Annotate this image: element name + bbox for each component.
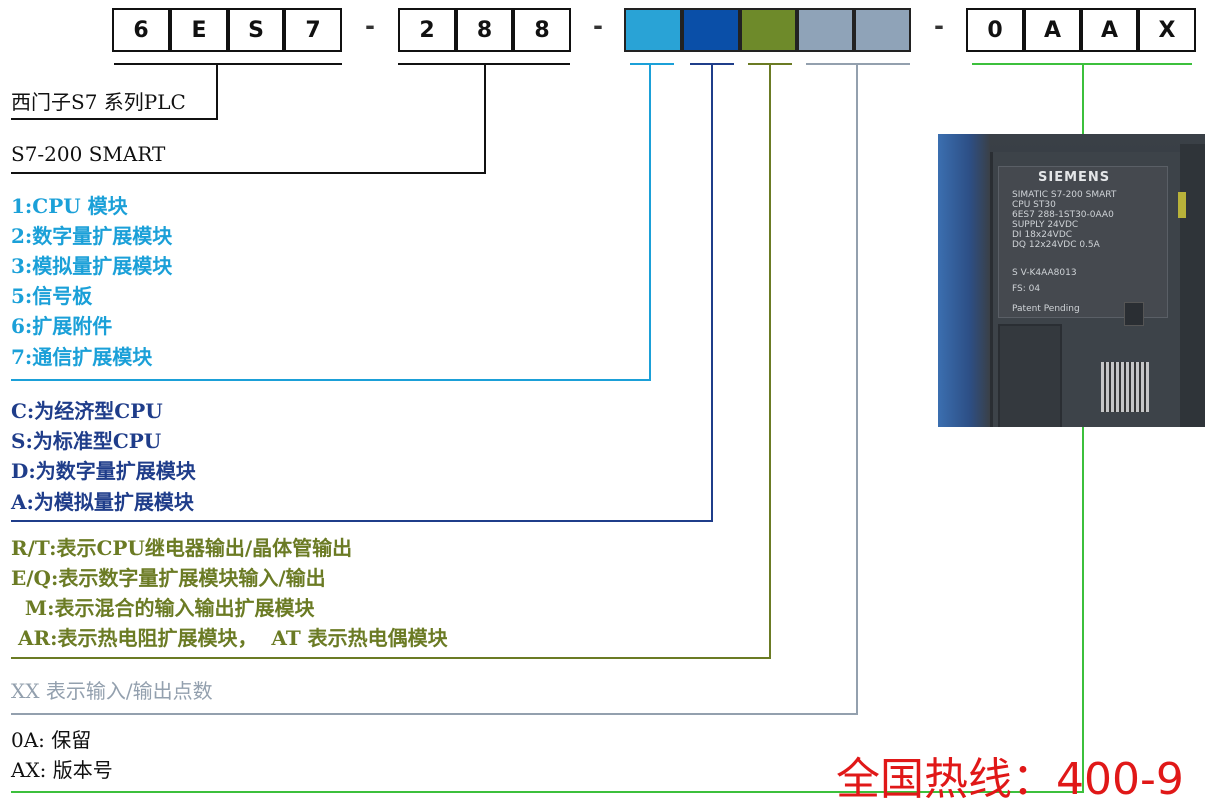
series-connector (216, 63, 218, 120)
family-connector-h (11, 172, 486, 174)
cpu-type-connector (711, 63, 713, 522)
module-type-color-box (624, 8, 682, 52)
photo-patent: Patent Pending (1012, 304, 1080, 314)
io-type-item: AR:表示热电阻扩展模块， AT 表示热电偶模块 (11, 626, 448, 650)
group1-underline (114, 63, 342, 65)
module-type-item: 6:扩展附件 (11, 314, 113, 338)
io-type-item: E/Q:表示数字量扩展模块输入/输出 (11, 566, 326, 590)
io-points-color-box (797, 8, 854, 52)
io-points-connector-h (11, 713, 858, 715)
part-char-box: 0 (966, 8, 1024, 52)
series-label: 西门子S7 系列PLC (11, 90, 186, 114)
version-connector (1082, 63, 1084, 793)
plc-product-photo: SIEMENS SIMATIC S7-200 SMART CPU ST30 6E… (938, 134, 1205, 427)
module-type-connector (649, 63, 651, 381)
qr-code-icon (1101, 362, 1149, 412)
photo-label-line: SUPPLY 24VDC (1012, 220, 1079, 230)
part-char-box: 8 (513, 8, 571, 52)
version-connector-h (11, 791, 1084, 793)
io-type-item: M:表示混合的输入输出扩展模块 (11, 596, 315, 620)
version-item: 0A: 保留 (11, 728, 92, 752)
photo-label-line: DI 18x24VDC (1012, 230, 1073, 240)
io-points-label: XX 表示输入/输出点数 (11, 679, 213, 703)
module-type-underline (630, 63, 674, 65)
module-type-item: 5:信号板 (11, 284, 93, 308)
io-type-connector (769, 63, 771, 659)
photo-serial: S V-K4AA8013 (1012, 268, 1077, 278)
photo-label-line: DQ 12x24VDC 0.5A (1012, 240, 1100, 250)
part-char-box: A (1081, 8, 1138, 52)
photo-label-line: SIMATIC S7-200 SMART (1012, 190, 1117, 200)
separator-dash: - (365, 12, 375, 40)
part-char-box: A (1024, 8, 1081, 52)
io-points-connector (856, 63, 858, 715)
io-points-underline (806, 63, 910, 65)
module-type-item: 7:通信扩展模块 (11, 345, 153, 369)
separator-dash: - (934, 12, 944, 40)
module-type-connector-h (11, 379, 651, 381)
io-type-item: R/T:表示CPU继电器输出/晶体管输出 (11, 536, 353, 560)
part-char-box: 8 (456, 8, 513, 52)
photo-label-line: CPU ST30 (1012, 200, 1056, 210)
part-char-box: S (228, 8, 284, 52)
version-item: AX: 版本号 (11, 758, 113, 782)
family-connector (484, 63, 486, 174)
part-char-box: E (170, 8, 228, 52)
part-char-box: 6 (112, 8, 170, 52)
part-char-box: X (1138, 8, 1196, 52)
cpu-type-item: A:为模拟量扩展模块 (11, 490, 194, 514)
cpu-type-item: D:为数字量扩展模块 (11, 459, 196, 483)
cpu-type-color-box (682, 8, 740, 52)
io-type-color-box (740, 8, 797, 52)
io-points-color-box (854, 8, 911, 52)
module-type-item: 1:CPU 模块 (11, 194, 128, 218)
photo-label-line: 6ES7 288-1ST30-0AA0 (1012, 210, 1114, 220)
module-type-item: 3:模拟量扩展模块 (11, 254, 173, 278)
siemens-brand-text: SIEMENS (1038, 170, 1111, 185)
connector-port (1124, 302, 1144, 326)
cpu-type-connector-h (11, 520, 713, 522)
cpu-type-item: S:为标准型CPU (11, 429, 162, 453)
status-led (1178, 192, 1186, 218)
family-label: S7-200 SMART (11, 142, 166, 166)
cpu-type-item: C:为经济型CPU (11, 399, 163, 423)
module-type-item: 2:数字量扩展模块 (11, 224, 173, 248)
io-type-connector-h (11, 657, 771, 659)
terminal-door (998, 324, 1062, 427)
part-char-box: 2 (398, 8, 456, 52)
part-char-box: 7 (284, 8, 342, 52)
hotline-banner: 全国热线：400-9 (836, 754, 1184, 805)
photo-fs: FS: 04 (1012, 284, 1041, 294)
series-connector-h (11, 118, 218, 120)
separator-dash: - (593, 12, 603, 40)
